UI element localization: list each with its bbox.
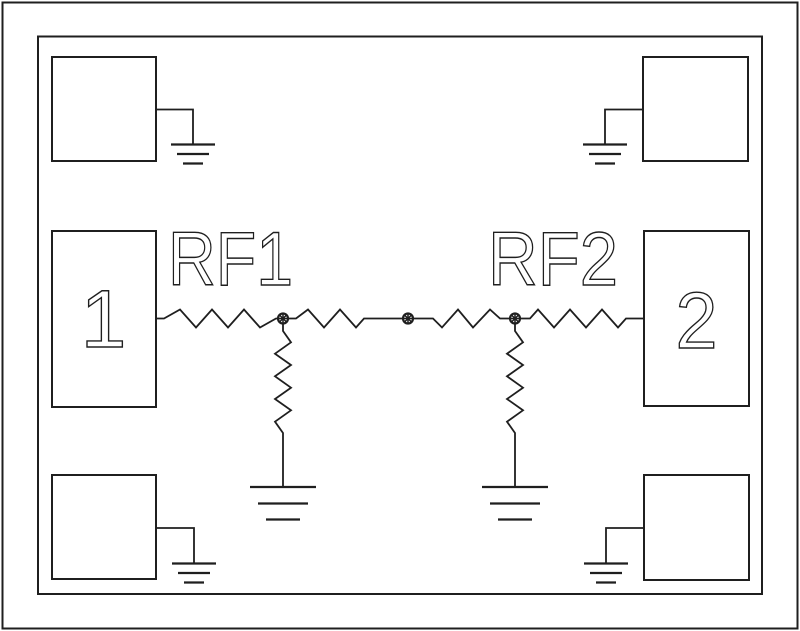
- ground-bottom-left: [156, 527, 216, 584]
- label-port1: 1: [81, 274, 127, 365]
- series-resistor-4: [515, 308, 644, 329]
- ground-bottom-right: [584, 527, 644, 584]
- pad-bottom-right: [643, 474, 750, 581]
- shunt-resistor-left: [250, 323, 316, 521]
- shunt-resistor-zigzag: [505, 323, 525, 487]
- ground-wire: [605, 527, 644, 563]
- shunt-resistor-right: [482, 323, 548, 521]
- node-spokes: [403, 313, 413, 324]
- node-spokes: [278, 313, 288, 324]
- series-resistor-2: [283, 308, 408, 329]
- pad-top-right: [642, 56, 749, 162]
- pad-top-left: [51, 56, 157, 162]
- junction-node-center-icon: [401, 312, 415, 325]
- ground-wire: [156, 108, 194, 144]
- ground-top-right: [583, 108, 643, 165]
- pad-bottom-left: [51, 474, 157, 580]
- node-spokes: [510, 313, 520, 324]
- label-rf2: RF2: [488, 217, 618, 302]
- label-rf1: RF1: [168, 217, 293, 302]
- shunt-resistor-zigzag: [273, 323, 293, 487]
- junction-node-right-icon: [508, 312, 522, 325]
- series-resistor-1: [156, 308, 283, 329]
- ground-wire: [604, 108, 643, 144]
- ground-wire: [156, 527, 195, 563]
- label-port2: 2: [676, 276, 718, 365]
- inner-border: [37, 35, 763, 595]
- series-resistor-3: [408, 308, 515, 329]
- ground-top-left: [156, 108, 215, 165]
- junction-node-left-icon: [276, 312, 290, 325]
